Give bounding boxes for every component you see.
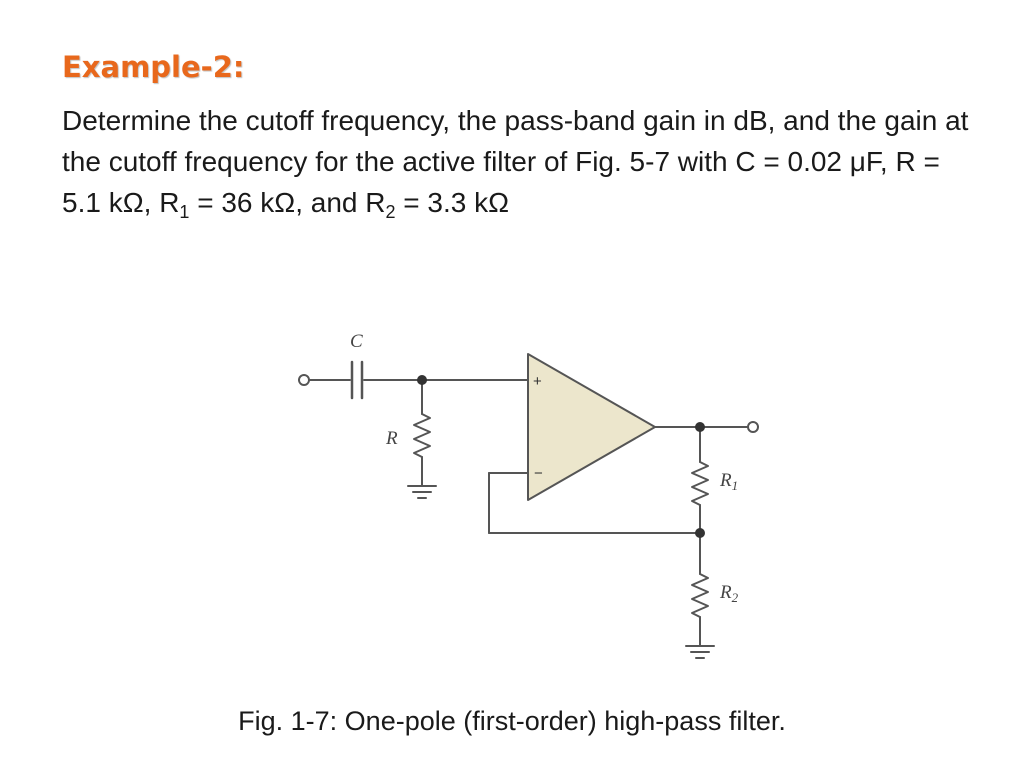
op-amp [527, 353, 656, 501]
junction-output-node [695, 422, 705, 432]
junction-feedback-node [695, 528, 705, 538]
figure-caption: Fig. 1-7: One-pole (first-order) high-pa… [238, 706, 786, 736]
resistor-r1 [691, 461, 709, 506]
problem-text-main: Determine the cutoff frequency, the pass… [62, 105, 969, 218]
r2-label: R2 [719, 582, 739, 605]
r2-label-main: R [719, 582, 732, 603]
junction-input-node [417, 375, 427, 385]
input-terminal [298, 374, 310, 386]
high-pass-filter-circuit: C R + − R1 R2 [298, 331, 759, 659]
plus-input-sign: + [533, 373, 542, 390]
capacitor-label: C [350, 331, 363, 352]
output-terminal [747, 421, 759, 433]
r2-subscript: 2 [385, 202, 396, 222]
r1-label-main: R [719, 470, 732, 491]
r1-subscript: 1 [179, 202, 190, 222]
r1-label-sub: 1 [732, 478, 739, 493]
r1-label: R1 [719, 470, 738, 493]
example-heading: Example-2: [62, 50, 245, 84]
resistor-r2 [691, 573, 709, 618]
problem-text-mid: = 36 kΩ, and R [189, 187, 386, 218]
problem-text-end: = 3.3 kΩ [395, 187, 510, 218]
minus-input-sign: − [534, 465, 543, 482]
r2-label-sub: 2 [732, 590, 739, 605]
resistor-r-label: R [385, 428, 398, 449]
problem-statement: Determine the cutoff frequency, the pass… [62, 100, 982, 223]
resistor-r [413, 413, 431, 458]
